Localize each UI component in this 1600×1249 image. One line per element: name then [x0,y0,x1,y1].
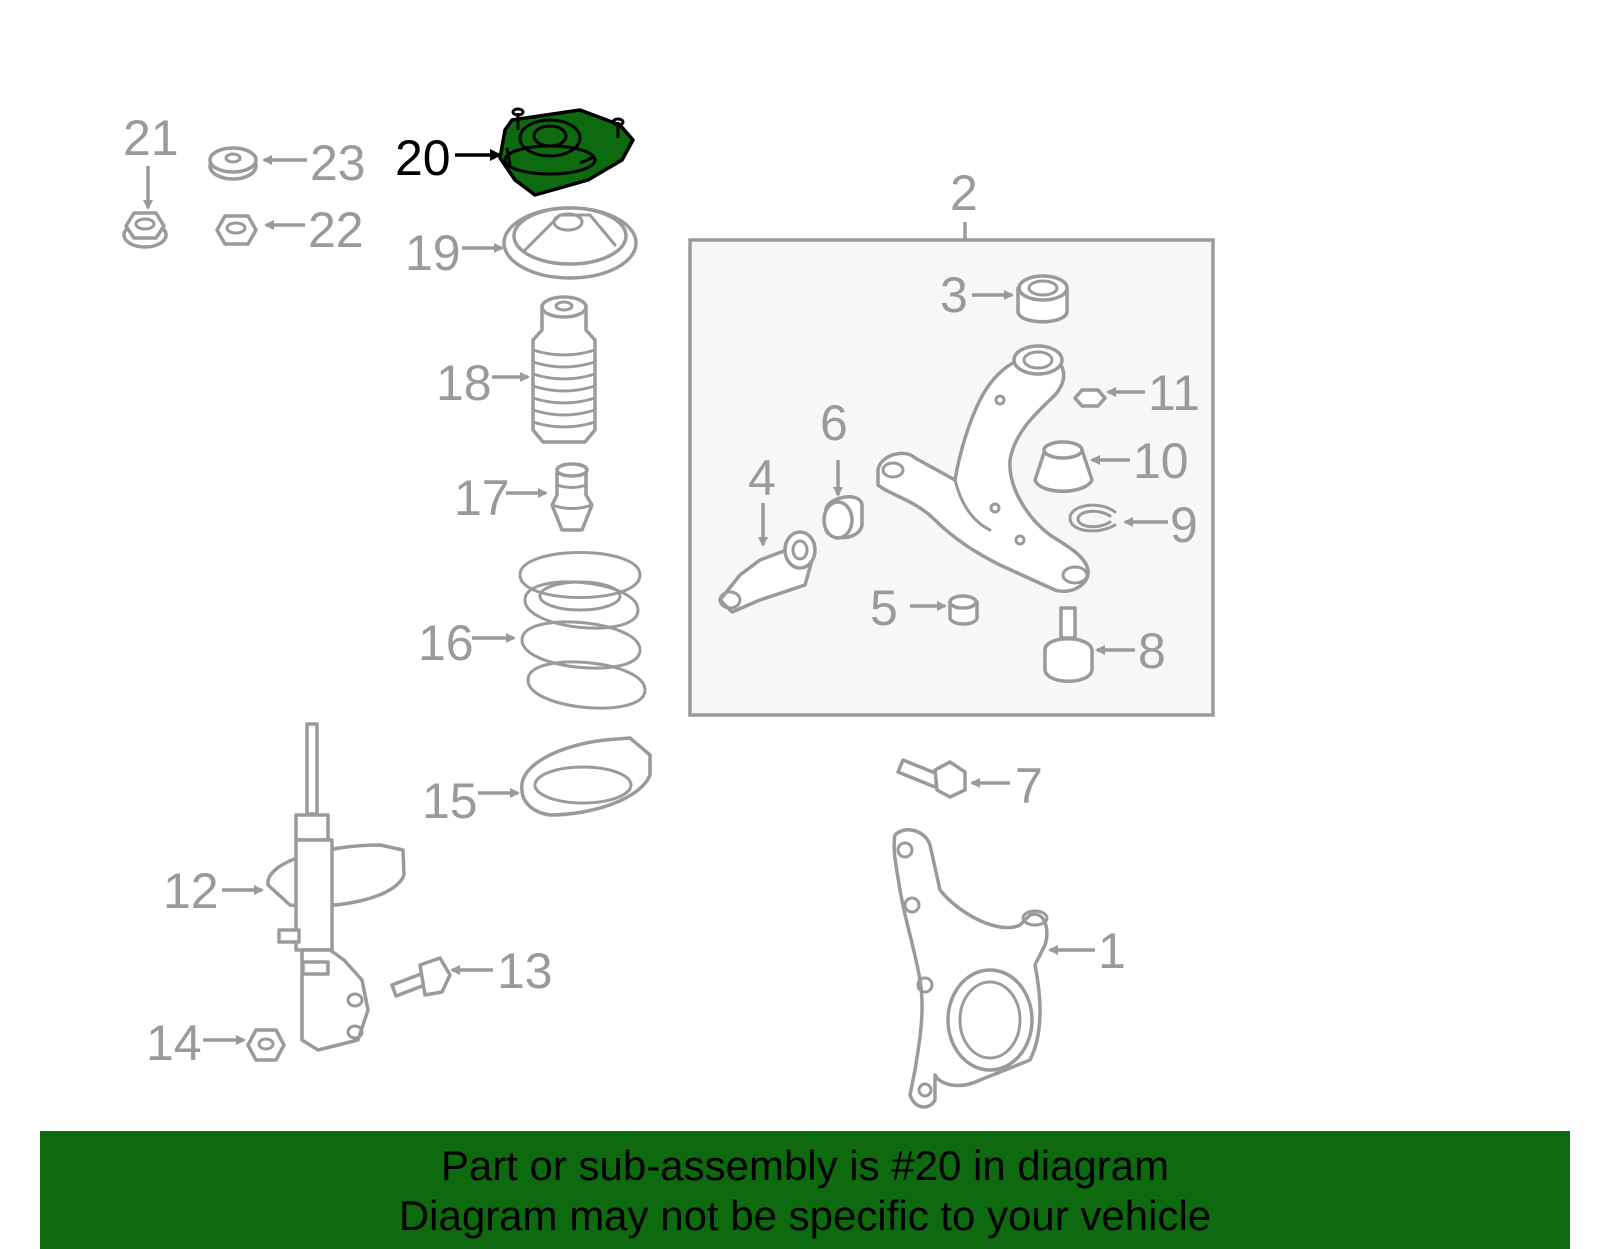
callout-16: 16 [418,615,474,671]
callout-12: 12 [163,863,219,919]
part-11-nut[interactable] [1073,387,1145,408]
part-13-bolt[interactable] [390,956,493,998]
part-23-washer[interactable] [208,146,307,181]
lower-control-arm[interactable] [876,344,1090,593]
callout-7: 7 [1015,758,1043,814]
part-6-bushing[interactable] [822,460,864,540]
part-8-ball-joint[interactable] [1043,606,1135,683]
callout-14: 14 [146,1015,202,1071]
part-22-nut[interactable] [215,214,305,246]
callout-5: 5 [870,580,898,636]
callout-3: 3 [940,267,968,323]
banner-line-2: Diagram may not be specific to your vehi… [398,1192,1212,1239]
info-banner: Part or sub-assembly is #20 in diagram D… [40,1131,1570,1249]
callout-6: 6 [820,395,848,451]
part-3-bushing[interactable] [972,274,1069,324]
part-12-strut-assembly[interactable] [222,722,406,1052]
callout-8: 8 [1138,623,1166,679]
banner-line-1: Part or sub-assembly is #20 in diagram [440,1142,1170,1189]
callout-18: 18 [436,355,492,411]
callout-15: 15 [422,773,478,829]
callout-23: 23 [310,135,366,191]
part-9-snap-ring[interactable] [1068,503,1168,533]
callout-1: 1 [1098,923,1126,979]
part-20-strut-mount[interactable] [455,107,635,197]
part-7-bolt[interactable] [896,758,1010,799]
callout-17: 17 [454,470,510,526]
callout-19: 19 [405,225,461,281]
part-16-coil-spring[interactable] [472,551,647,710]
callout-22: 22 [308,202,364,258]
part-19-spring-seat[interactable] [462,206,638,280]
callout-13: 13 [497,943,553,999]
callout-4: 4 [748,450,776,506]
callout-21: 21 [123,110,179,166]
part-10-bushing[interactable] [1033,440,1130,493]
part-18-dust-boot[interactable] [492,295,597,444]
part-4-bushing[interactable] [718,503,817,614]
part-14-nut[interactable] [203,1028,286,1062]
part-5-cap[interactable] [910,594,979,626]
callout-11: 11 [1148,365,1200,421]
callout-20: 20 [395,130,451,186]
part-15-spring-insulator[interactable] [478,736,652,817]
callout-9: 9 [1170,497,1198,553]
callout-10: 10 [1133,433,1189,489]
part-21-nut[interactable] [122,166,168,249]
callout-2: 2 [950,165,978,221]
part-1-steering-knuckle[interactable] [892,828,1095,1109]
part-17-bump-stop[interactable] [506,462,594,532]
callout-labels: 21 23 22 20 19 18 17 16 15 12 13 14 2 3 … [123,110,1200,1071]
